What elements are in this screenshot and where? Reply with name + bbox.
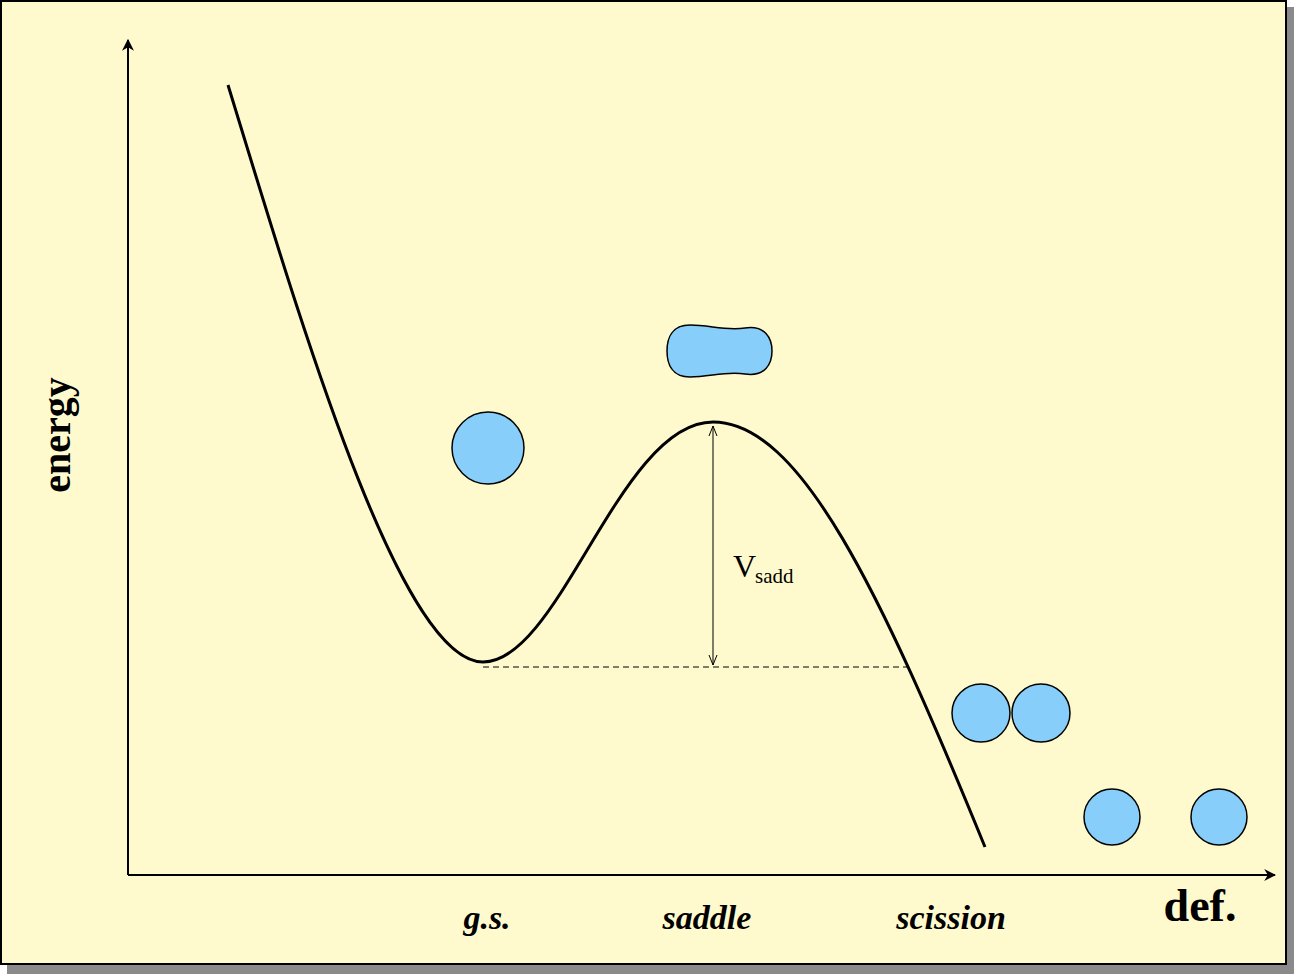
fragment-separated (1084, 789, 1140, 845)
ground-state-level (483, 667, 912, 668)
barrier-subscript: sadd (755, 566, 794, 587)
energy-axis (127, 40, 129, 875)
barrier-arrow-down (713, 545, 714, 665)
spherical-nucleus (452, 412, 524, 484)
axis-tick-label: saddle (663, 901, 752, 935)
fragment-touching (1012, 684, 1070, 742)
deformed-nucleus (667, 325, 772, 377)
axis-tick-label: g.s. (463, 901, 510, 935)
fragment-touching (952, 684, 1010, 742)
axis-title: energy (37, 377, 77, 493)
potential-curve (228, 85, 985, 847)
barrier-symbol: V (733, 550, 756, 582)
deformation-axis (128, 874, 1275, 876)
axis-title: def. (1164, 883, 1237, 929)
barrier-arrow-up (713, 426, 714, 545)
fragment-separated (1191, 789, 1247, 845)
axis-tick-label: scission (896, 901, 1006, 935)
